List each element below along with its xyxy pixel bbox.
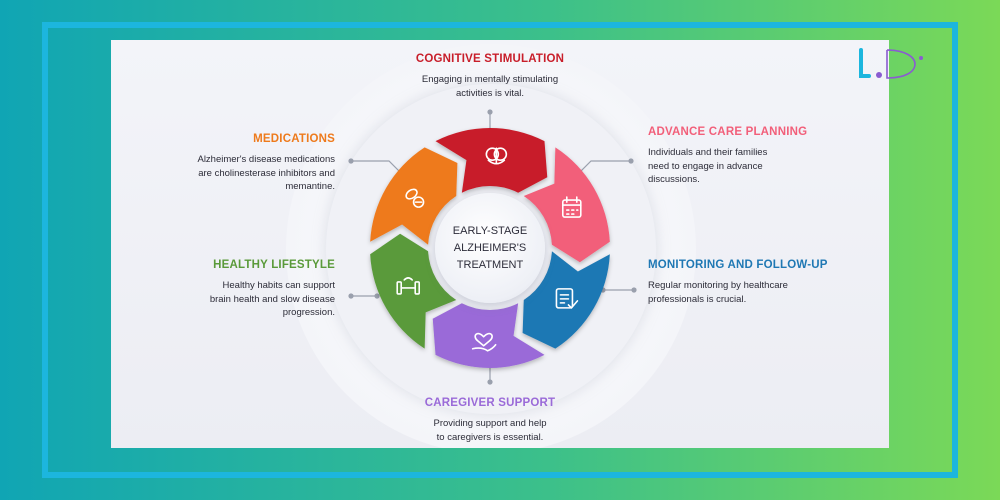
connector-dot [487, 379, 493, 385]
brain-icon [485, 147, 508, 165]
connector-dot [487, 109, 493, 115]
segment-icons [396, 147, 582, 352]
advance-title: ADVANCE CARE PLANNING [648, 126, 808, 138]
monitoring-title: MONITORING AND FOLLOW-UP [648, 259, 828, 271]
monitoring-body: Regular monitoring by healthcare profess… [648, 280, 788, 305]
center-title: EARLY-STAGE ALZHEIMER'S TREATMENT [452, 224, 528, 271]
lifestyle-block: HEALTHY LIFESTYLE Healthy habits can sup… [151, 259, 335, 320]
advance-body: Individuals and their families need to e… [648, 147, 768, 185]
cognitive-block: COGNITIVE STIMULATION Engaging in mental… [370, 53, 610, 100]
center-hub: EARLY-STAGE ALZHEIMER'S TREATMENT [435, 193, 545, 303]
caregiver-title: CAREGIVER SUPPORT [424, 397, 556, 409]
medications-block: MEDICATIONS Alzheimer's disease medicati… [151, 133, 335, 194]
brand-logo-icon [859, 48, 923, 79]
dumbbell-icon [396, 277, 421, 295]
connector-dot [348, 293, 354, 299]
pills-icon [405, 188, 425, 208]
connector-dot [374, 293, 380, 299]
infographic-card: EARLY-STAGE ALZHEIMER'S TREATMENT COGNIT… [111, 40, 889, 448]
lifestyle-title: HEALTHY LIFESTYLE [213, 259, 335, 271]
segment-lifestyle [370, 233, 457, 349]
segment-monitoring [522, 251, 610, 349]
cognitive-title: COGNITIVE STIMULATION [415, 53, 565, 65]
lifestyle-body: Healthy habits can support brain health … [209, 280, 335, 318]
connector-dot [348, 158, 354, 164]
connector-dot [628, 158, 634, 164]
monitoring-block: MONITORING AND FOLLOW-UP Regular monitor… [648, 259, 868, 306]
caregiver-block: CAREGIVER SUPPORT Providing support and … [370, 397, 610, 444]
clipboard-check-icon [555, 288, 579, 309]
segment-medications [370, 147, 458, 245]
outer-frame [42, 22, 958, 478]
connector-dot [631, 287, 637, 293]
heart-hand-icon [471, 332, 497, 352]
caregiver-body: Providing support and help to caregivers… [433, 418, 547, 443]
advance-block: ADVANCE CARE PLANNING Individuals and th… [648, 126, 848, 187]
medications-body: Alzheimer's disease medications are chol… [197, 154, 335, 192]
medications-title: MEDICATIONS [253, 133, 335, 145]
calendar-icon [561, 196, 582, 218]
segment-caregiver [432, 303, 545, 368]
cycle-wheel [348, 109, 637, 385]
cognitive-body: Engaging in mentally stimulating activit… [421, 74, 559, 99]
